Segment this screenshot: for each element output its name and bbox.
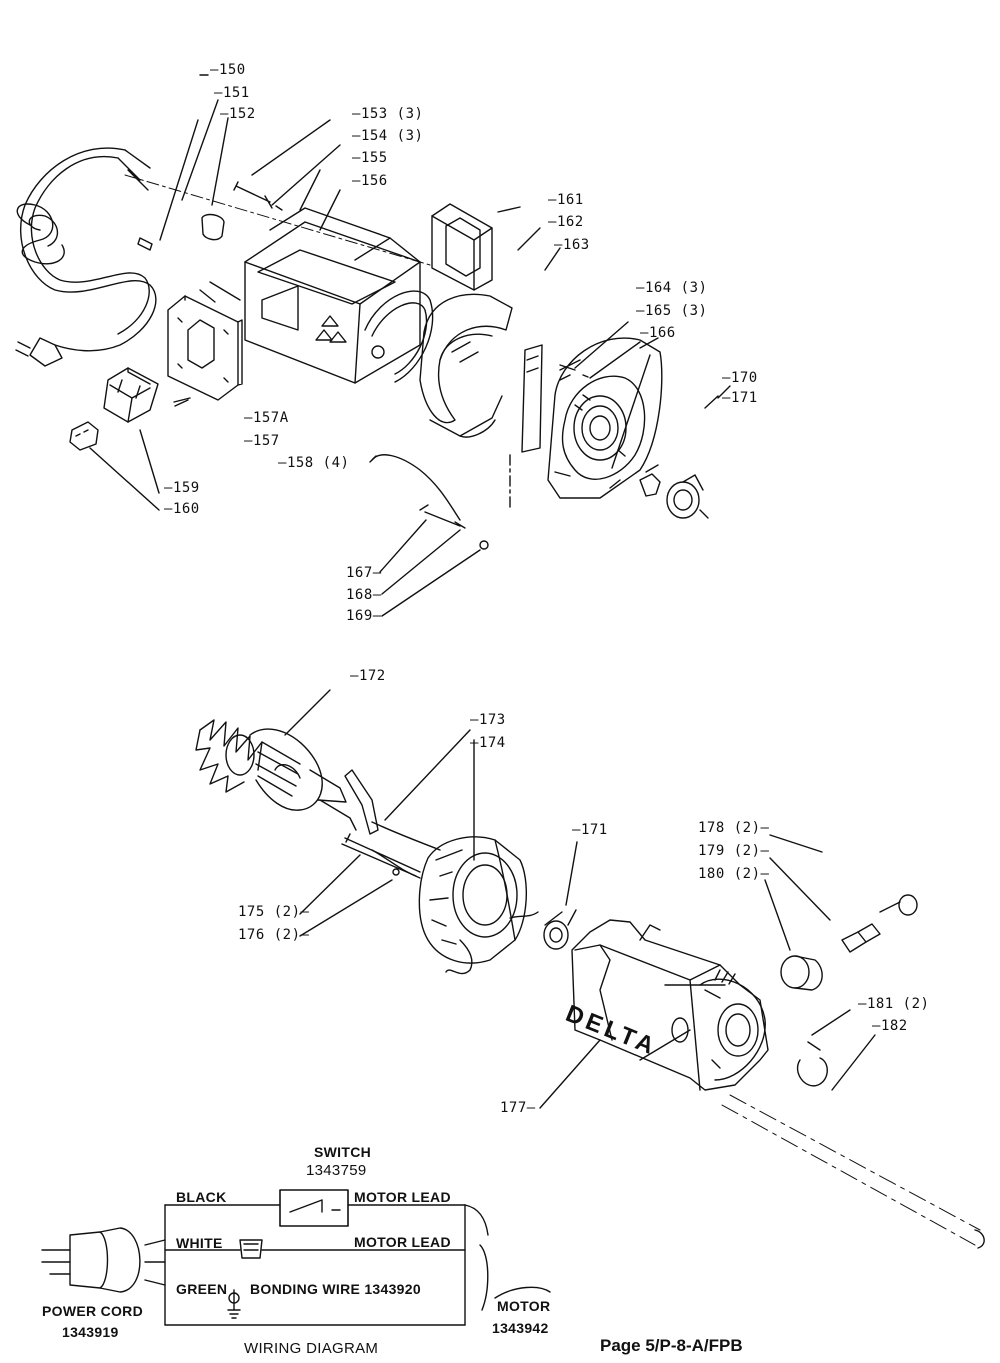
- motor-label: MOTOR: [497, 1298, 551, 1314]
- part-number: 153 (3): [360, 106, 424, 122]
- part-label-158: –158 (4): [278, 455, 350, 471]
- part-label-178: 178 (2)–: [698, 820, 770, 836]
- part-label-153: –153 (3): [352, 106, 424, 122]
- armature-drawing: [196, 720, 356, 830]
- part-number: 167: [346, 565, 373, 581]
- part-number: 161: [556, 192, 584, 208]
- part-label-164: –164 (3): [636, 280, 708, 296]
- part-number: 164 (3): [644, 280, 708, 296]
- part-label-172: –172: [350, 668, 386, 684]
- wiring-diagram-caption: WIRING DIAGRAM: [244, 1340, 379, 1357]
- part-label-150: –150: [210, 62, 246, 78]
- wire-green-label: GREEN: [176, 1281, 228, 1297]
- part-label-170: –170: [722, 370, 758, 386]
- part-label-162: –162: [548, 214, 584, 230]
- motor-number: 1343942: [492, 1320, 549, 1336]
- wire-black-label: BLACK: [176, 1189, 227, 1205]
- part-label-159: –159: [164, 480, 200, 496]
- part-number: 180 (2): [698, 866, 761, 882]
- part-number: 154 (3): [360, 128, 424, 144]
- part-label-168: 168–: [346, 587, 382, 603]
- part-label-160: –160: [164, 501, 200, 517]
- part-number: 181 (2): [866, 996, 930, 1012]
- part-number: 166: [648, 325, 676, 341]
- part-number: 159: [172, 480, 200, 496]
- switch-housing-drawing: [245, 170, 433, 383]
- part-number: 156: [360, 173, 388, 189]
- part-label-180: 180 (2)–: [698, 866, 770, 882]
- motor-lead-label-2: MOTOR LEAD: [354, 1234, 451, 1250]
- part-number: 170: [730, 370, 758, 386]
- part-label-176: 176 (2)–: [238, 927, 310, 943]
- part-label-171-lower: –171: [572, 822, 608, 838]
- part-number: 168: [346, 587, 373, 603]
- part-label-152: –152: [220, 106, 256, 122]
- part-number: 175 (2): [238, 904, 301, 920]
- part-label-177: 177–: [500, 1100, 536, 1116]
- wire-white-label: WHITE: [176, 1235, 223, 1251]
- part-label-182: –182: [872, 1018, 908, 1034]
- part-label-157a: –157A: [244, 410, 289, 426]
- part-number: 157A: [252, 410, 289, 426]
- part-number: 176 (2): [238, 927, 301, 943]
- part-number: 173: [478, 712, 506, 728]
- switch-number: 1343759: [306, 1162, 367, 1179]
- part-number: 155: [360, 150, 388, 166]
- part-number: 157: [252, 433, 280, 449]
- part-number: 182: [880, 1018, 908, 1034]
- part-label-151: –151: [214, 85, 250, 101]
- power-cord-label: POWER CORD: [42, 1303, 143, 1319]
- baffle-drawing: [420, 294, 512, 437]
- part-label-154: –154 (3): [352, 128, 424, 144]
- part-label-169: 169–: [346, 608, 382, 624]
- part-label-179: 179 (2)–: [698, 843, 770, 859]
- motor-lead-label-1: MOTOR LEAD: [354, 1189, 451, 1205]
- power-cord-drawing: [16, 148, 156, 366]
- part-number: 150: [218, 62, 246, 78]
- part-number: 151: [222, 85, 250, 101]
- power-cord-number: 1343919: [62, 1324, 119, 1340]
- part-label-166: –166: [640, 325, 676, 341]
- part-number: 171: [580, 822, 608, 838]
- part-label-165: –165 (3): [636, 303, 708, 319]
- stator-drawing: [372, 822, 538, 974]
- part-label-171-upper: –171: [722, 390, 758, 406]
- part-label-181: –181 (2): [858, 996, 930, 1012]
- part-number: 165 (3): [644, 303, 708, 319]
- part-label-155: –155: [352, 150, 388, 166]
- part-label-173: –173: [470, 712, 506, 728]
- switch-title: SWITCH: [314, 1144, 372, 1160]
- part-number: 179 (2): [698, 843, 761, 859]
- part-number: 162: [556, 214, 584, 230]
- end-bell-drawing: [548, 338, 662, 498]
- part-label-156: –156: [352, 173, 388, 189]
- part-number: 178 (2): [698, 820, 761, 836]
- part-number: 171: [730, 390, 758, 406]
- part-number: 169: [346, 608, 373, 624]
- switch-plate-drawing: [168, 282, 242, 400]
- switch-drawing: [70, 368, 158, 450]
- part-label-161: –161: [548, 192, 584, 208]
- part-label-175: 175 (2)–: [238, 904, 310, 920]
- part-label-167: 167–: [346, 565, 382, 581]
- part-number: 163: [562, 237, 590, 253]
- wiring-diagram-drawing: [42, 1190, 550, 1325]
- part-label-174: –174: [470, 735, 506, 751]
- part-number: 172: [358, 668, 386, 684]
- part-number: 158 (4): [286, 455, 350, 471]
- part-number: 177: [500, 1100, 527, 1116]
- motor-housing-drawing: [572, 920, 768, 1090]
- part-label-163: –163: [554, 237, 590, 253]
- page-reference: Page 5/P-8-A/FPB: [600, 1336, 743, 1355]
- part-number: 152: [228, 106, 256, 122]
- bonding-wire-label: BONDING WIRE 1343920: [250, 1281, 421, 1297]
- part-number: 174: [478, 735, 506, 751]
- part-number: 160: [172, 501, 200, 517]
- part-label-157: –157: [244, 433, 280, 449]
- bracket-drawing: [432, 204, 492, 290]
